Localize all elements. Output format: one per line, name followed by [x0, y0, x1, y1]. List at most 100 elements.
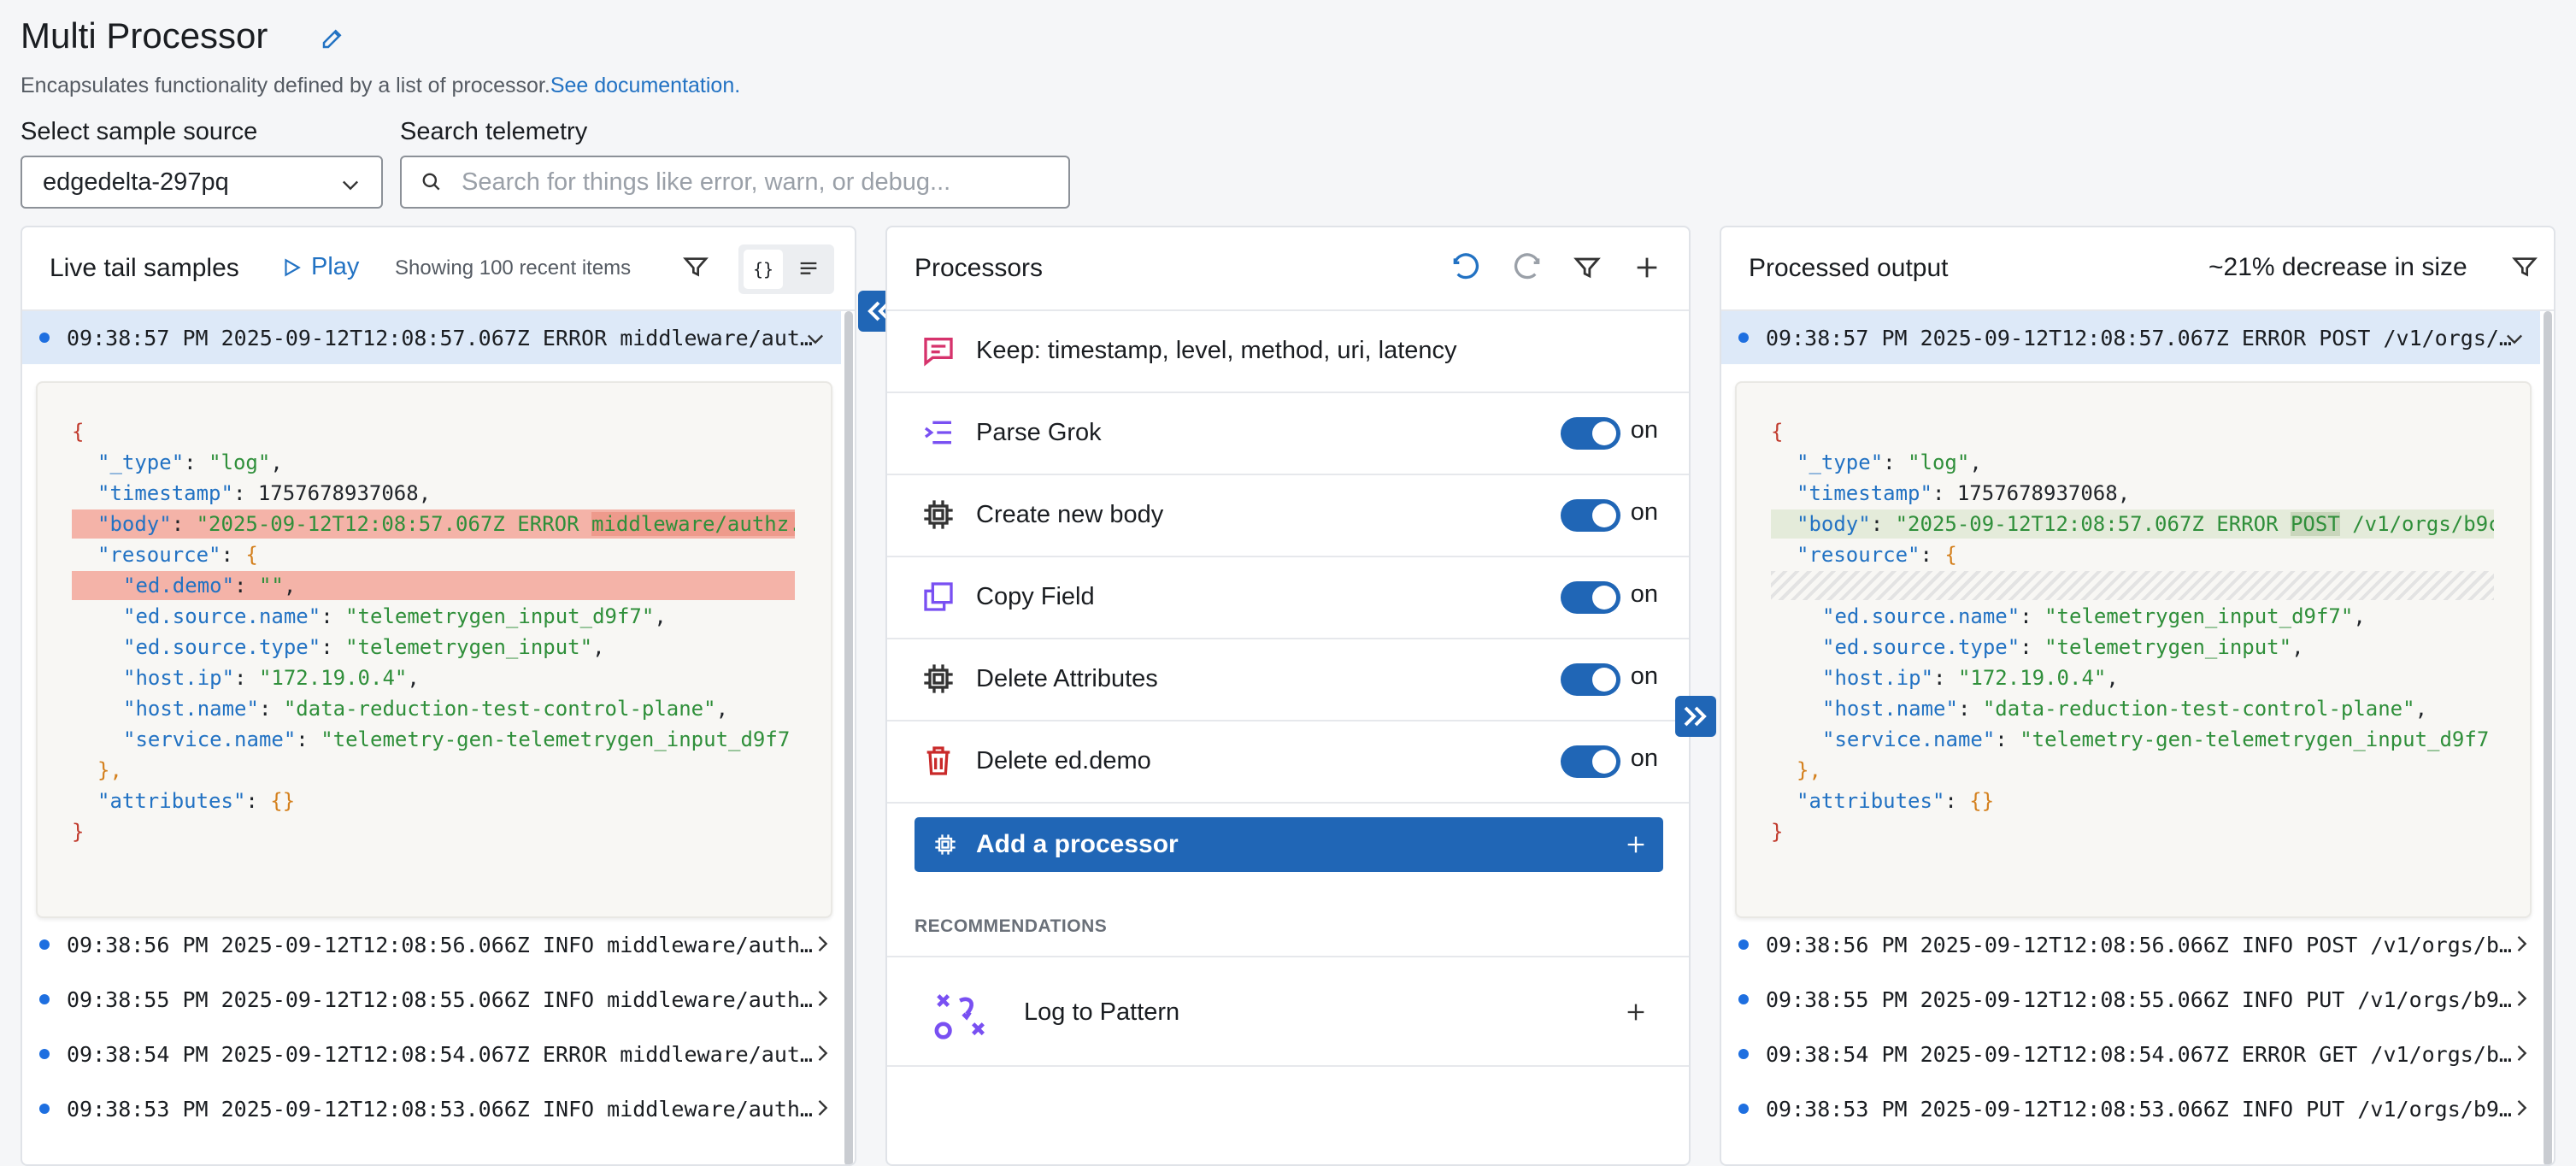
log-row[interactable]: 09:38:55 PM 2025-09-12T12:08:55.066Z INF… — [1721, 973, 2533, 1026]
json-line-deleted-placeholder — [1771, 571, 2494, 600]
filter-icon[interactable] — [2511, 253, 2538, 280]
processor-item[interactable]: Keep: timestamp, level, method, uri, lat… — [887, 309, 1689, 393]
processor-toggle[interactable] — [1561, 581, 1620, 614]
processors-header: Processors — [887, 227, 1689, 311]
processor-toggle[interactable] — [1561, 499, 1620, 532]
add-processor-button[interactable]: Add a processor — [915, 817, 1663, 872]
processor-item[interactable]: Delete Attributes on — [887, 638, 1689, 721]
json-line: "ed.source.type": "telemetrygen_input", — [123, 635, 605, 659]
log-row-text: 09:38:55 PM 2025-09-12T12:08:55.066Z INF… — [67, 986, 813, 1012]
plus-icon — [1627, 836, 1644, 853]
view-mode-toggle: {} — [738, 244, 834, 294]
processor-label: Create new body — [976, 500, 1164, 528]
recommendation-item[interactable]: Log to Pattern — [887, 957, 1689, 1067]
processor-label: Delete ed.demo — [976, 746, 1151, 774]
log-row-text: 09:38:56 PM 2025-09-12T12:08:56.066Z INF… — [1766, 932, 2512, 957]
page-title: Multi Processor — [21, 15, 268, 56]
log-row-text: 09:38:54 PM 2025-09-12T12:08:54.067Z ERR… — [67, 1041, 813, 1067]
scrollbar[interactable] — [2544, 311, 2552, 1164]
selected-log-row[interactable]: 09:38:57 PM 2025-09-12T12:08:57.067Z ERR… — [22, 311, 841, 364]
json-line: "host.name": "data-reduction-test-contro… — [1822, 697, 2428, 721]
processor-toggle[interactable] — [1561, 663, 1620, 696]
source-label: Select sample source — [21, 118, 258, 145]
expand-right-button[interactable] — [1675, 696, 1716, 737]
toggle-state: on — [1630, 498, 1658, 526]
processor-item[interactable]: Create new body on — [887, 474, 1689, 557]
source-value: edgedelta-297pq — [43, 168, 229, 196]
divider — [887, 956, 1689, 957]
processor-toggle[interactable] — [1561, 417, 1620, 450]
sample-source-select[interactable]: edgedelta-297pq — [21, 156, 383, 209]
json-line: "ed.source.name": "telemetrygen_input_d9… — [123, 604, 667, 628]
processors-panel: Processors Keep: timestamp, level, metho… — [885, 226, 1691, 1166]
json-line: "ed.source.name": "telemetrygen_input_d9… — [1822, 604, 2366, 628]
log-row-text: 09:38:57 PM 2025-09-12T12:08:57.067Z ERR… — [1766, 325, 2512, 350]
search-input[interactable] — [460, 167, 1062, 197]
json-detail-card: { "_type": "log", "timestamp": 175767893… — [1735, 381, 2532, 918]
chevron-down-icon[interactable] — [2502, 327, 2526, 350]
chevron-down-icon[interactable] — [803, 327, 827, 350]
recommendation-label: Log to Pattern — [1024, 998, 1180, 1026]
json-line: "attributes": {} — [97, 789, 296, 813]
toggle-state: on — [1630, 416, 1658, 444]
json-line: "service.name": "telemetry-gen-telemetry… — [123, 727, 795, 751]
log-row[interactable]: 09:38:55 PM 2025-09-12T12:08:55.066Z INF… — [22, 973, 834, 1026]
filter-icon[interactable] — [682, 253, 709, 280]
json-line: "timestamp": 1757678937068, — [1797, 481, 2131, 505]
json-line: "ed.source.type": "telemetrygen_input", — [1822, 635, 2304, 659]
documentation-link[interactable]: See documentation. — [550, 74, 741, 97]
scrollbar[interactable] — [844, 311, 853, 1164]
chevron-right-icon — [2517, 991, 2527, 1006]
chevron-right-icon — [818, 1045, 828, 1061]
page-description: Encapsulates functionality defined by a … — [21, 74, 740, 98]
json-line: }, — [97, 758, 122, 782]
log-row-text: 09:38:53 PM 2025-09-12T12:08:53.066Z INF… — [1766, 1096, 2512, 1122]
plus-icon[interactable] — [1624, 1000, 1648, 1024]
live-tail-title: Live tail samples — [50, 254, 239, 282]
processed-output-panel: Processed output ~21% decrease in size 0… — [1720, 226, 2555, 1166]
json-line: "attributes": {} — [1797, 789, 1995, 813]
json-line-modified: "body": "2025-09-12T12:08:57.067Z ERROR … — [1771, 509, 2494, 539]
log-row[interactable]: 09:38:56 PM 2025-09-12T12:08:56.066Z INF… — [22, 918, 834, 971]
text-view-icon[interactable] — [797, 257, 820, 281]
status-dot — [39, 994, 50, 1004]
undo-icon[interactable] — [1448, 251, 1482, 286]
copy-icon — [924, 582, 953, 611]
selected-log-row[interactable]: 09:38:57 PM 2025-09-12T12:08:57.067Z ERR… — [1721, 311, 2540, 364]
status-dot — [1738, 1104, 1749, 1114]
processor-label: Keep: timestamp, level, method, uri, lat… — [976, 336, 1457, 364]
json-line: "resource": { — [97, 543, 258, 567]
json-line: }, — [1797, 758, 1821, 782]
search-telemetry-field[interactable] — [400, 156, 1070, 209]
json-line: } — [1771, 820, 1784, 844]
status-dot — [1738, 1049, 1749, 1059]
recommendations-label: RECOMMENDATIONS — [915, 916, 1108, 936]
log-row[interactable]: 09:38:54 PM 2025-09-12T12:08:54.067Z ERR… — [1721, 1028, 2533, 1081]
log-row[interactable]: 09:38:53 PM 2025-09-12T12:08:53.066Z INF… — [22, 1082, 834, 1135]
log-row[interactable]: 09:38:53 PM 2025-09-12T12:08:53.066Z INF… — [1721, 1082, 2533, 1135]
json-line: "service.name": "telemetry-gen-telemetry… — [1822, 727, 2494, 751]
processor-item[interactable]: Parse Grok on — [887, 392, 1689, 475]
redo-icon[interactable] — [1511, 251, 1545, 286]
status-dot — [1738, 994, 1749, 1004]
processor-item[interactable]: Delete ed.demo on — [887, 720, 1689, 804]
json-detail-card: { "_type": "log", "timestamp": 175767893… — [36, 381, 832, 918]
processor-label: Parse Grok — [976, 418, 1102, 446]
json-view-icon[interactable]: {} — [744, 250, 783, 289]
double-chevron-right-icon — [1684, 706, 1707, 727]
chip-icon — [924, 664, 953, 693]
log-row[interactable]: 09:38:54 PM 2025-09-12T12:08:54.067Z ERR… — [22, 1028, 834, 1081]
log-row[interactable]: 09:38:56 PM 2025-09-12T12:08:56.066Z INF… — [1721, 918, 2533, 971]
plus-icon[interactable] — [1632, 253, 1661, 282]
json-line: "host.ip": "172.19.0.4", — [1822, 666, 2119, 690]
play-button[interactable]: Play — [280, 253, 359, 281]
live-tail-panel: Live tail samples Play Showing 100 recen… — [21, 226, 856, 1166]
play-icon — [285, 257, 301, 277]
chevron-right-icon — [2517, 1100, 2527, 1116]
edit-pencil-icon[interactable] — [320, 26, 345, 51]
filter-icon[interactable] — [1573, 253, 1602, 282]
processor-item[interactable]: Copy Field on — [887, 556, 1689, 639]
processor-toggle[interactable] — [1561, 745, 1620, 778]
toggle-state: on — [1630, 580, 1658, 608]
description-text: Encapsulates functionality defined by a … — [21, 74, 550, 97]
